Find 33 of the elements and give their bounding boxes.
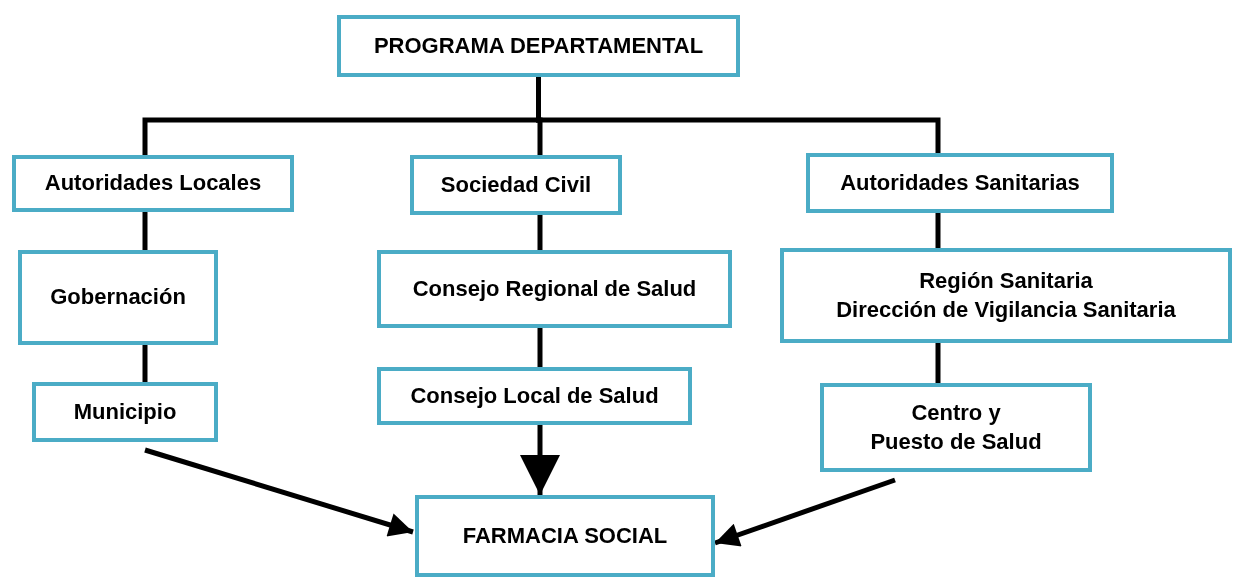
process-box: [18, 250, 218, 345]
connector-line: [537, 215, 543, 250]
box-label: Gobernación: [50, 283, 186, 312]
arrow: [144, 447, 414, 537]
box-label: PROGRAMA DEPARTAMENTAL: [373, 31, 704, 60]
arrow: [714, 477, 896, 547]
box-label: Puesto de Salud: [870, 427, 1042, 456]
connector-line: [537, 328, 543, 367]
connector-line: [142, 345, 148, 382]
box-label: Consejo Local de Salud: [410, 381, 659, 410]
process-box: [377, 367, 692, 425]
connector-line: [935, 343, 941, 383]
process-box: [806, 153, 1114, 213]
process-box: [780, 248, 1232, 343]
box-label: Región Sanitaria: [919, 266, 1093, 295]
box-label: Dirección de Vigilancia Sanitaria: [836, 295, 1176, 324]
box-label: Centro y: [911, 398, 1001, 427]
arrow: [520, 425, 560, 495]
process-box: [410, 155, 622, 215]
box-label: Sociedad Civil: [440, 170, 592, 199]
connector-line: [935, 213, 941, 248]
box-label: Autoridades Sanitarias: [840, 168, 1080, 197]
process-box: [820, 383, 1092, 472]
box-label: Consejo Regional de Salud: [412, 274, 697, 303]
process-box: [337, 15, 740, 77]
process-box: [32, 382, 218, 442]
process-box: [415, 495, 715, 577]
box-label: Municipio: [73, 397, 177, 426]
process-box: [377, 250, 732, 328]
box-label: Autoridades Locales: [44, 169, 262, 198]
connector-line: [142, 212, 148, 250]
process-box: [12, 155, 294, 212]
box-label: FARMACIA SOCIAL: [462, 521, 668, 550]
